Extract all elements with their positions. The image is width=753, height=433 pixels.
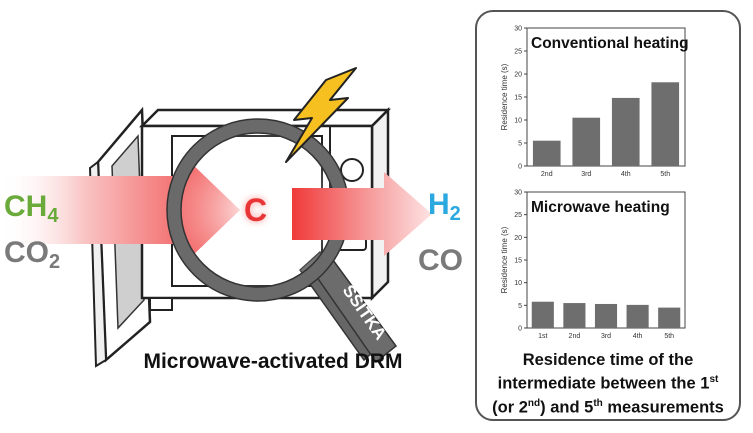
bar-3rd (572, 117, 601, 166)
bar-4th (611, 97, 640, 166)
bar-5th (658, 307, 681, 328)
bar-3rd (594, 303, 618, 328)
y-tick-label: 15 (514, 258, 522, 265)
bar-4th (626, 304, 649, 328)
lightning-icon (285, 67, 357, 163)
reactant-co2-label: CO2 (4, 236, 61, 273)
product-co-label: CO (418, 244, 463, 277)
product-hydrogen-label: H2 (428, 188, 461, 225)
x-tick-label: 3rd (581, 171, 591, 178)
y-tick-label: 15 (514, 95, 522, 102)
carbon-intermediate-label: C (244, 192, 268, 228)
y-tick-label: 5 (518, 141, 522, 148)
x-tick-label: 4th (621, 171, 631, 178)
y-tick-label: 10 (514, 280, 522, 287)
y-tick-label: 20 (514, 235, 522, 242)
y-tick-label: 25 (514, 212, 522, 219)
chart-title: Conventional heating (531, 35, 689, 52)
output-arrow (292, 172, 432, 256)
y-axis-label: Residence time (s) (500, 226, 509, 293)
y-tick-label: 20 (514, 72, 522, 79)
reactant-methane-label: CH4 (4, 190, 59, 227)
x-tick-label: 5th (664, 333, 674, 340)
summary-line-3: (or 2nd) and 5th measurements (492, 397, 724, 417)
results-panel (475, 10, 741, 421)
summary-line-2: intermediate between the 1st (497, 374, 719, 393)
y-tick-label: 30 (514, 26, 522, 33)
y-tick-label: 0 (518, 326, 522, 333)
y-tick-label: 5 (518, 303, 522, 310)
x-tick-label: 2nd (569, 333, 581, 340)
y-tick-label: 10 (514, 118, 522, 125)
diagram-caption: Microwave-activated DRM (143, 350, 403, 373)
bar-2nd (532, 140, 561, 166)
y-axis-label: Residence time (s) (500, 63, 509, 130)
summary-line-1: Residence time of the (522, 351, 694, 369)
chart-title: Microwave heating (531, 199, 670, 216)
y-tick-label: 30 (514, 190, 522, 197)
bar-5th (651, 82, 680, 166)
bar-2nd (563, 303, 586, 328)
residence-summary: Residence time of the intermediate betwe… (477, 350, 739, 417)
x-tick-label: 4th (633, 333, 643, 340)
x-tick-label: 2nd (541, 171, 553, 178)
x-tick-label: 3rd (601, 333, 611, 340)
bar-1st (531, 301, 554, 328)
x-tick-label: 5th (660, 171, 670, 178)
y-tick-label: 25 (514, 49, 522, 56)
y-tick-label: 0 (518, 164, 522, 171)
x-tick-label: 1st (538, 333, 547, 340)
